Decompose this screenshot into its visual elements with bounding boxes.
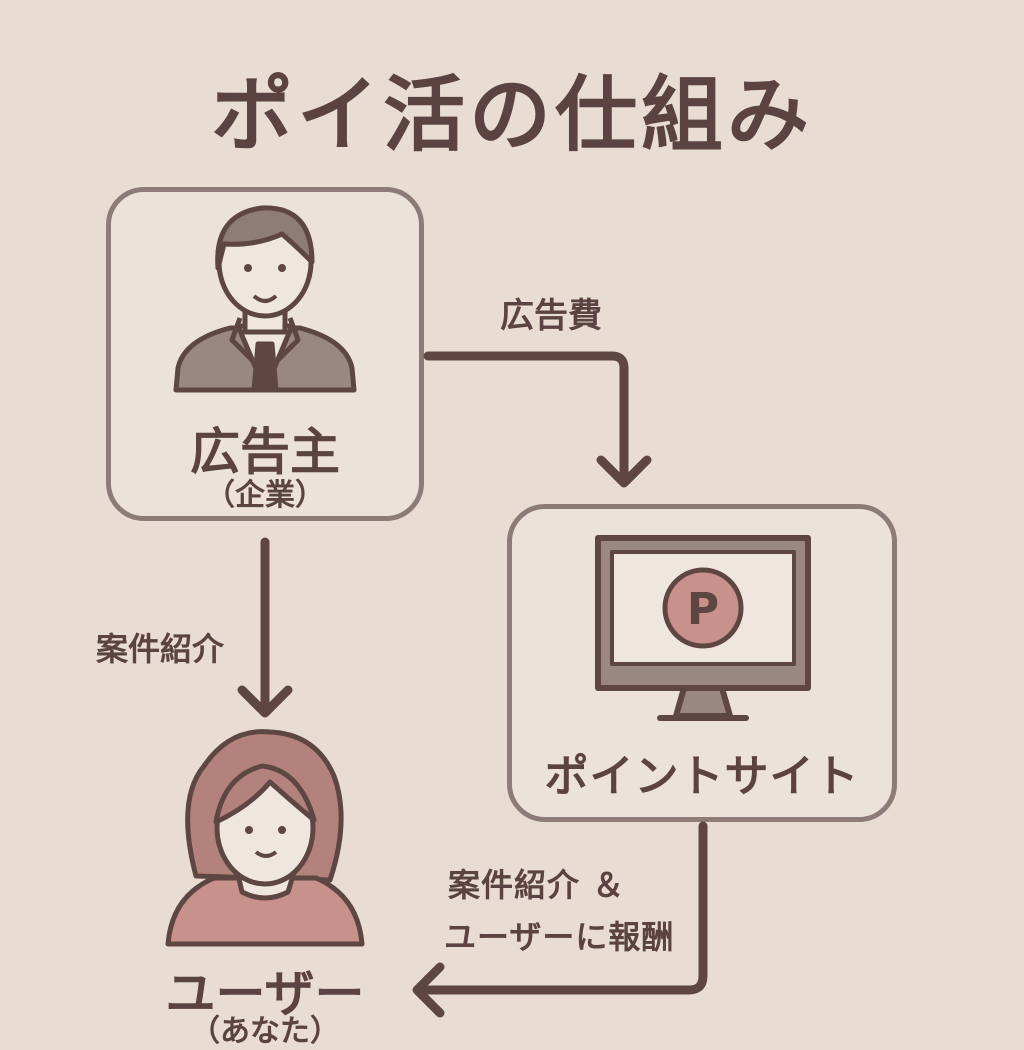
edge-label-ad-fee: 広告費: [500, 296, 602, 336]
arrow-reward: [412, 821, 708, 1018]
edge-label-case-intro: 案件紹介: [96, 630, 225, 668]
woman-icon: [165, 729, 365, 947]
advertiser-label: 広告主: [190, 423, 340, 481]
user-label: ユーザー: [165, 965, 365, 1023]
point-site-label: ポイントサイト: [544, 751, 860, 802]
edge-label-reward-line1: 案件紹介 ＆: [448, 866, 626, 904]
user-sublabel: （あなた）: [190, 1014, 340, 1049]
advertiser-sublabel: （企業）: [205, 478, 325, 513]
diagram-canvas: ポイ活の仕組み: [96, 68, 897, 1049]
diagram-graphics: P: [165, 205, 811, 1018]
point-coin-letter: P: [687, 584, 719, 635]
diagram-title: ポイ活の仕組み: [210, 68, 813, 163]
arrow-case-intro: [237, 537, 293, 718]
arrow-ad-fee: [423, 351, 652, 488]
businessman-icon: [173, 205, 357, 393]
edge-label-reward-line2: ユーザーに報酬: [444, 918, 675, 956]
point-coin-icon: P: [662, 567, 744, 649]
